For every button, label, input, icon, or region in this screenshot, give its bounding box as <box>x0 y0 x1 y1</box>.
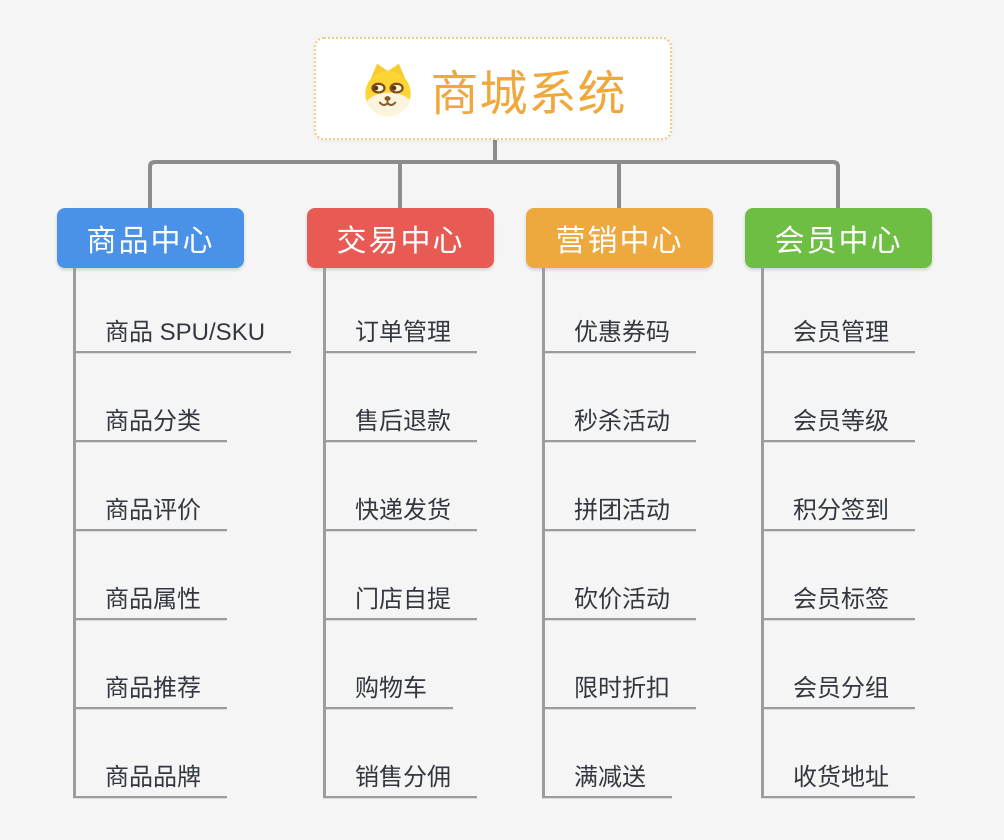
branch-item-product-recommend[interactable]: 商品推荐 <box>73 620 227 709</box>
branch-item-label: 秒杀活动 <box>542 409 696 442</box>
branch-item-member-tag[interactable]: 会员标签 <box>761 531 915 620</box>
branch-item-label: 商品 SPU/SKU <box>73 320 292 353</box>
branch-item-label: 商品品牌 <box>73 765 227 798</box>
branch-item-coupon-code[interactable]: 优惠券码 <box>542 268 696 353</box>
branch-item-label: 商品属性 <box>73 587 227 620</box>
branch-item-label: 售后退款 <box>323 409 477 442</box>
branch-item-label: 优惠券码 <box>542 320 696 353</box>
branch-item-label: 商品推荐 <box>73 676 227 709</box>
branch-item-label: 限时折扣 <box>542 676 696 709</box>
branch-header-marketing-center[interactable]: 营销中心 <box>526 208 713 268</box>
branch-item-label: 砍价活动 <box>542 587 696 620</box>
branch-item-store-pickup[interactable]: 门店自提 <box>323 531 477 620</box>
branch-header-product-center[interactable]: 商品中心 <box>57 208 244 268</box>
root-node[interactable]: 商城系统 <box>314 37 672 140</box>
connector-bus <box>148 160 840 208</box>
root-title: 商城系统 <box>430 67 627 121</box>
branch-item-product-category[interactable]: 商品分类 <box>73 353 227 442</box>
branch-item-aftersale-refund[interactable]: 售后退款 <box>323 353 477 442</box>
branch-item-product-spu-sku[interactable]: 商品 SPU/SKU <box>73 268 292 353</box>
branch-item-label: 积分签到 <box>761 498 915 531</box>
branch-item-points-checkin[interactable]: 积分签到 <box>761 442 915 531</box>
branch-column-trade-center: 订单管理 售后退款 快递发货 门店自提 购物车 销售分佣 <box>323 268 477 798</box>
branch-column-member-center: 会员管理 会员等级 积分签到 会员标签 会员分组 收货地址 <box>761 268 915 798</box>
branch-column-marketing-center: 优惠券码 秒杀活动 拼团活动 砍价活动 限时折扣 满减送 <box>542 268 696 798</box>
branch-item-label: 商品分类 <box>73 409 227 442</box>
branch-item-label: 门店自提 <box>323 587 477 620</box>
branch-item-group-buy[interactable]: 拼团活动 <box>542 442 696 531</box>
branch-header-trade-center[interactable]: 交易中心 <box>307 208 494 268</box>
branch-item-express-shipping[interactable]: 快递发货 <box>323 442 477 531</box>
branch-item-flash-sale[interactable]: 秒杀活动 <box>542 353 696 442</box>
branch-column-product-center: 商品 SPU/SKU 商品分类 商品评价 商品属性 商品推荐 商品品牌 <box>73 268 292 798</box>
shiba-dog-icon <box>365 63 412 116</box>
branch-item-product-brand[interactable]: 商品品牌 <box>73 709 227 798</box>
branch-item-order-management[interactable]: 订单管理 <box>323 268 477 353</box>
branch-item-label: 快递发货 <box>323 498 477 531</box>
branch-item-member-management[interactable]: 会员管理 <box>761 268 915 353</box>
branch-item-full-reduction[interactable]: 满减送 <box>542 709 672 798</box>
branch-item-label: 订单管理 <box>323 320 477 353</box>
branch-item-shipping-address[interactable]: 收货地址 <box>761 709 915 798</box>
branch-item-limited-time-discount[interactable]: 限时折扣 <box>542 620 696 709</box>
branch-item-label: 满减送 <box>542 765 672 798</box>
branch-item-shopping-cart[interactable]: 购物车 <box>323 620 453 709</box>
branch-item-product-review[interactable]: 商品评价 <box>73 442 227 531</box>
branch-header-member-center[interactable]: 会员中心 <box>745 208 932 268</box>
branch-item-label: 收货地址 <box>761 765 915 798</box>
branch-item-label: 拼团活动 <box>542 498 696 531</box>
branch-item-label: 会员管理 <box>761 320 915 353</box>
branch-item-label: 会员等级 <box>761 409 915 442</box>
branch-item-bargain-activity[interactable]: 砍价活动 <box>542 531 696 620</box>
branch-item-label: 会员标签 <box>761 587 915 620</box>
branch-item-product-attribute[interactable]: 商品属性 <box>73 531 227 620</box>
branch-item-label: 商品评价 <box>73 498 227 531</box>
branch-item-label: 销售分佣 <box>323 765 477 798</box>
branch-item-sales-commission[interactable]: 销售分佣 <box>323 709 477 798</box>
branch-item-member-group[interactable]: 会员分组 <box>761 620 915 709</box>
branch-item-label: 购物车 <box>323 676 453 709</box>
branch-item-label: 会员分组 <box>761 676 915 709</box>
branch-item-member-level[interactable]: 会员等级 <box>761 353 915 442</box>
